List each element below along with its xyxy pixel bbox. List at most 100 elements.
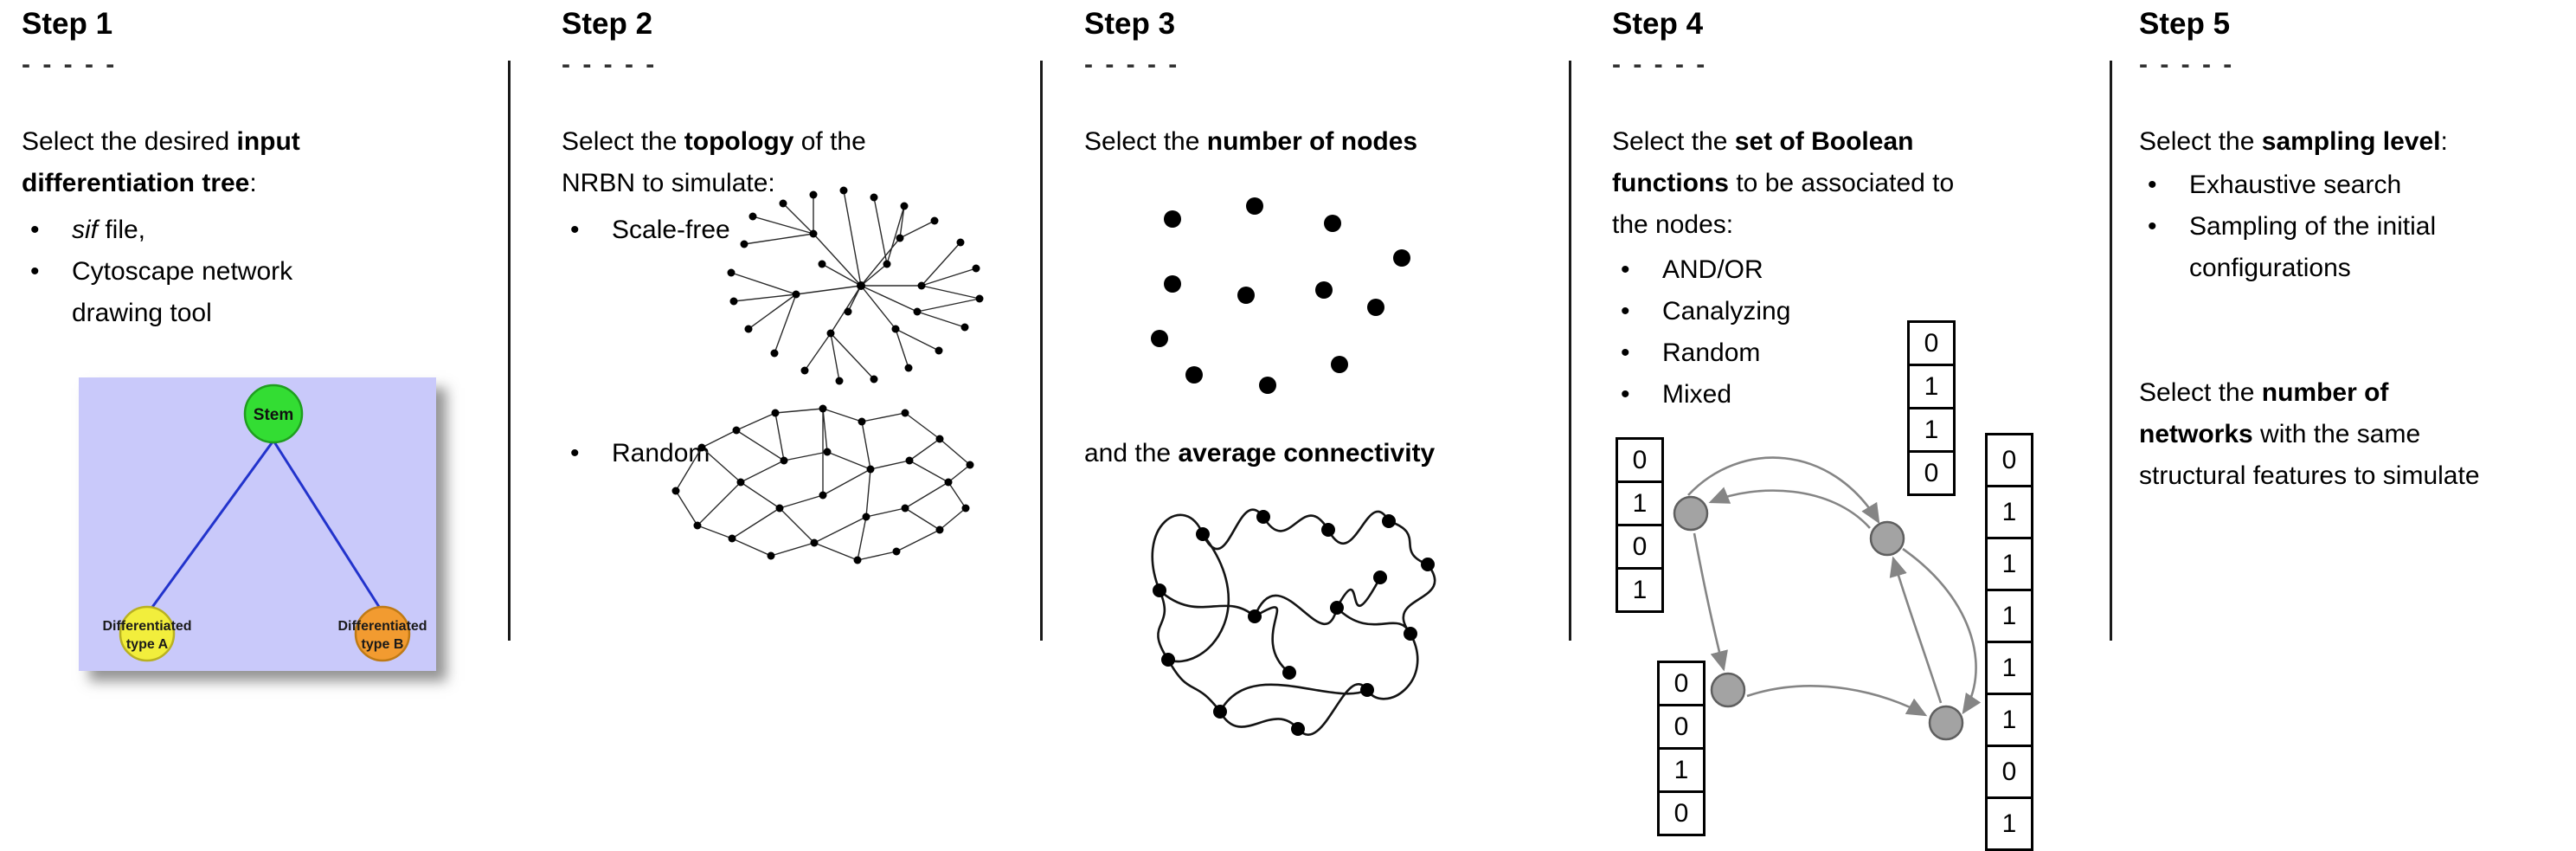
- step-2-intro: Select the topology of the NRBN to simul…: [562, 127, 866, 197]
- bullet-text: Scale-free: [612, 216, 730, 244]
- step-3-column: Step 3 - - - - - Select the number of no…: [1084, 0, 1551, 851]
- differentiation-tree-image: Stem Differentiated type A Differentiate…: [79, 377, 436, 671]
- column-divider-3: [1569, 61, 1571, 641]
- step-5-column: Step 5 - - - - - Select the sampling lev…: [2139, 0, 2572, 851]
- truth-table-cell: 0: [1657, 790, 1706, 836]
- truth-table-cell: 1: [1985, 641, 2033, 695]
- bullet-text: sif file,: [72, 216, 146, 244]
- step-4-column: Step 4 - - - - - Select the set of Boole…: [1612, 0, 2092, 851]
- random-edges: [675, 408, 971, 561]
- truth-table-bottom-left: 0 0 1 0: [1657, 661, 1706, 836]
- truth-table-cell: 1: [1907, 407, 1956, 453]
- step-4-title: Step 4: [1612, 7, 1704, 41]
- bullet-item-canalyzing: • Canalyzing: [1612, 291, 1790, 332]
- connectivity-tangle-image: [1121, 478, 1458, 746]
- truth-table-cell: 0: [1907, 320, 1956, 366]
- step-5-paragraph-networks: Select the number of networks with the s…: [2139, 378, 2480, 490]
- truth-table-cell: 1: [1616, 480, 1664, 526]
- column-divider-2: [1040, 61, 1043, 641]
- bullet-item-scale-free: • Scale-free: [562, 210, 730, 251]
- bullet-text: Exhaustive search: [2189, 171, 2402, 199]
- truth-table-cell: 0: [1985, 433, 2033, 487]
- truth-table-cell: 1: [1657, 747, 1706, 793]
- truth-table-cell: 0: [1616, 437, 1664, 483]
- step-5-intro: Select the sampling level:: [2139, 127, 2448, 156]
- bullet-item-random: • Random: [562, 433, 710, 474]
- step-2-dashes: - - - - -: [562, 50, 658, 79]
- connectivity-tangle-svg: [1151, 508, 1436, 736]
- step-4-intro: Select the set of Boolean functions to b…: [1612, 127, 1955, 239]
- nodes-dots-svg: [1151, 197, 1410, 394]
- bullet-text: Random: [1662, 338, 1761, 367]
- boolean-network-svg: [1673, 456, 1982, 741]
- bullet-marker: •: [570, 216, 580, 244]
- column-divider-1: [508, 61, 511, 641]
- stem-node: [243, 384, 304, 444]
- type-a-label-bottom: type A: [126, 637, 169, 652]
- bullet-text: Sampling of the initial configurations: [2189, 212, 2437, 282]
- step-2-bullet-random: • Random: [562, 433, 710, 474]
- differentiation-tree-svg: Stem Differentiated type A Differentiate…: [79, 377, 436, 671]
- step-3-title: Step 3: [1084, 7, 1176, 41]
- scale-free-network-image: [701, 182, 999, 394]
- bullet-marker: •: [1621, 255, 1630, 284]
- step-5-bullet-list: • Exhaustive search • Sampling of the in…: [2139, 164, 2436, 289]
- column-divider-4: [2110, 61, 2112, 641]
- tangle-nodes: [1153, 510, 1435, 736]
- bullet-marker: •: [1621, 338, 1630, 367]
- bullet-marker: •: [1621, 380, 1630, 409]
- type-b-label-top: Differentiated: [337, 619, 427, 634]
- random-nodes: [671, 404, 974, 564]
- bullet-item-sif-file: • sif file,: [22, 210, 292, 251]
- step-1-title: Step 1: [22, 7, 113, 41]
- network-node-1: [1673, 495, 1709, 532]
- bullet-text: Cytoscape network drawing tool: [72, 257, 293, 327]
- network-node-4: [1928, 705, 1964, 741]
- bullet-item-and-or: • AND/OR: [1612, 249, 1790, 291]
- truth-table-cell: 1: [1985, 485, 2033, 539]
- type-a-node: [119, 605, 176, 662]
- nodes-dots-image: [1125, 193, 1445, 409]
- truth-table-left: 0 1 0 1: [1616, 437, 1664, 613]
- bullet-text: Random: [612, 439, 710, 467]
- step-2-column: Step 2 - - - - - Select the topology of …: [562, 0, 1020, 851]
- step-4-dashes: - - - - -: [1612, 50, 1708, 79]
- truth-table-cell: 1: [1985, 537, 2033, 591]
- step-4-bullet-list: • AND/OR • Canalyzing • Random • Mixed: [1612, 249, 1790, 416]
- bullet-text: AND/OR: [1662, 255, 1763, 284]
- type-b-label-bottom: type B: [362, 637, 404, 652]
- bullet-marker: •: [570, 439, 580, 467]
- network-node-3: [1710, 672, 1746, 708]
- truth-table-cell: 0: [1657, 661, 1706, 706]
- scale-free-network-svg: [727, 186, 984, 385]
- tangle-edges: [1151, 508, 1436, 736]
- bullet-item-cytoscape: • Cytoscape network drawing tool: [22, 251, 292, 334]
- network-node-2: [1869, 520, 1905, 557]
- step-5-dashes: - - - - -: [2139, 50, 2235, 79]
- bullet-marker: •: [2148, 171, 2157, 199]
- bullet-text: Canalyzing: [1662, 297, 1791, 326]
- bullet-item-mixed: • Mixed: [1612, 374, 1790, 416]
- step-1-dashes: - - - - -: [22, 50, 118, 79]
- truth-table-right: 0 1 1 1 1 1 0 1: [1985, 433, 2033, 851]
- network-arrows: [1687, 456, 1982, 717]
- truth-table-top: 0 1 1 0: [1907, 320, 1956, 496]
- step-1-intro: Select the desired input differentiation…: [22, 127, 300, 197]
- scale-free-nodes: [727, 186, 984, 385]
- step-3-line1: Select the number of nodes: [1084, 127, 1418, 156]
- bullet-marker: •: [30, 257, 40, 286]
- bullet-item-exhaustive: • Exhaustive search: [2139, 164, 2436, 206]
- truth-table-cell: 0: [1657, 704, 1706, 750]
- truth-table-cell: 0: [1616, 524, 1664, 570]
- truth-table-cell: 1: [1616, 567, 1664, 613]
- random-network-svg: [671, 404, 974, 564]
- bullet-item-random-functions: • Random: [1612, 332, 1790, 374]
- step-3-dashes: - - - - -: [1084, 50, 1180, 79]
- step-2-bullet-scale-free: • Scale-free: [562, 210, 730, 251]
- stem-node-label: Stem: [254, 406, 293, 424]
- truth-table-cell: 1: [1985, 796, 2033, 851]
- truth-table-cell: 0: [1907, 450, 1956, 496]
- bullet-marker: •: [2148, 212, 2157, 241]
- truth-table-cell: 1: [1985, 693, 2033, 747]
